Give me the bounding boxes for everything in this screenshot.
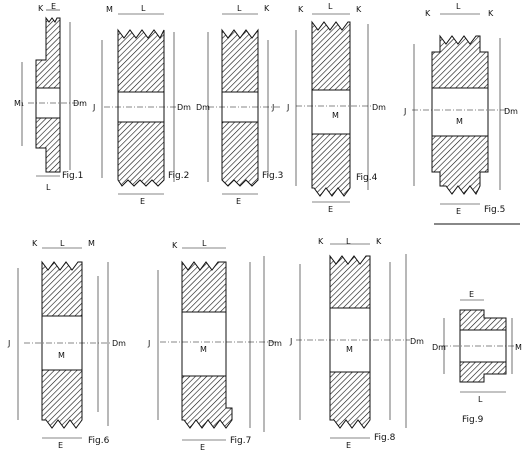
fig7-label-k: K [172, 241, 178, 250]
fig1-label-dm: Dm [73, 99, 87, 108]
fig2-label-j: J [92, 103, 95, 112]
fig6-label-e: E [58, 441, 63, 450]
fig3-label-dm: Dm [196, 103, 210, 112]
figure-6: K L M J M Dm E Fig.6 [7, 239, 126, 450]
fig4-label-k-left: K [298, 5, 304, 14]
fig4-label-m: M [332, 111, 339, 120]
fig6-label-m: M [58, 351, 65, 360]
fig1-caption: Fig.1 [62, 171, 83, 181]
fig7-label-j: J [147, 339, 150, 348]
fig7-label-e: E [200, 443, 205, 452]
fig5-label-e: E [456, 207, 461, 216]
figure-4: K L K J M Dm E Fig.4 [286, 2, 386, 214]
figure-2: M L J Dm E Fig.2 [92, 4, 191, 206]
fig6-label-dm: Dm [112, 339, 126, 348]
fig9-caption: Fig.9 [462, 415, 484, 425]
fig7-caption: Fig.7 [230, 436, 251, 446]
fig5-label-k-left: K [425, 9, 431, 18]
fig1-label-l: L [46, 183, 51, 192]
fig7-label-l: L [202, 239, 207, 248]
fig1-label-m1: M₁ [14, 99, 24, 108]
figure-5: K L K J M Dm E Fig.5 [403, 2, 520, 225]
fig6-caption: Fig.6 [88, 436, 110, 446]
fig7-label-m: M [200, 345, 207, 354]
fig5-label-k-right: K [488, 9, 494, 18]
fig7-label-dm: Dm [268, 339, 282, 348]
fig3-label-l: L [237, 4, 242, 13]
fig5-label-j: J [403, 107, 406, 116]
fig9-label-e: E [469, 290, 474, 299]
fig3-label-e: E [236, 197, 241, 206]
fig1-label-k: K [38, 4, 44, 13]
fig9-label-dm: Dm [432, 343, 446, 352]
figure-3: L K Dm J E Fig.3 [196, 4, 283, 206]
fig2-label-l: L [141, 4, 146, 13]
fig5-label-m: M [456, 117, 463, 126]
fig3-label-j: J [271, 103, 274, 112]
fig8-caption: Fig.8 [374, 433, 396, 443]
fig8-label-dm: Dm [410, 337, 424, 346]
fig2-label-dm: Dm [177, 103, 191, 112]
fig5-caption: Fig.5 [484, 205, 505, 215]
fig4-bore [311, 89, 351, 135]
fig8-label-e: E [346, 441, 351, 450]
fig6-label-k: K [32, 239, 38, 248]
fig8-label-k-left: K [318, 237, 324, 246]
fig7-bore [181, 311, 227, 377]
fig1-label-e: E [51, 2, 56, 11]
fig4-label-j: J [286, 103, 289, 112]
fig3-label-k: K [264, 4, 270, 13]
fig9-label-m: M [515, 343, 522, 352]
fig2-label-e: E [140, 197, 145, 206]
fig6-label-l: L [60, 239, 65, 248]
fig4-label-l: L [328, 2, 333, 11]
fig2-caption: Fig.2 [168, 171, 189, 181]
fig8-label-m: M [346, 345, 353, 354]
fig4-label-e: E [328, 205, 333, 214]
fig5-bore [431, 87, 489, 137]
fig5-label-l: L [456, 2, 461, 11]
fig6-label-j: J [7, 339, 10, 348]
fig5-label-dm: Dm [504, 107, 518, 116]
fig8-label-j: J [289, 337, 292, 346]
figure-7: K L J M Dm E Fig.7 [147, 239, 282, 452]
fig8-label-l: L [346, 237, 351, 246]
fig2-label-m: M [106, 5, 113, 14]
figure-8: K L K J M Dm E Fig.8 [289, 237, 424, 450]
figure-9: E Dm M L Fig.9 [432, 290, 522, 425]
fig4-label-dm: Dm [372, 103, 386, 112]
fig9-label-l: L [478, 395, 483, 404]
fig6-label-m-top: M [88, 239, 95, 248]
fig3-caption: Fig.3 [262, 171, 283, 181]
fig4-label-k-right: K [356, 5, 362, 14]
fig8-label-k-right: K [376, 237, 382, 246]
fig4-caption: Fig.4 [356, 173, 378, 183]
figure-1: K E M₁ Dm L Fig.1 [14, 2, 87, 192]
